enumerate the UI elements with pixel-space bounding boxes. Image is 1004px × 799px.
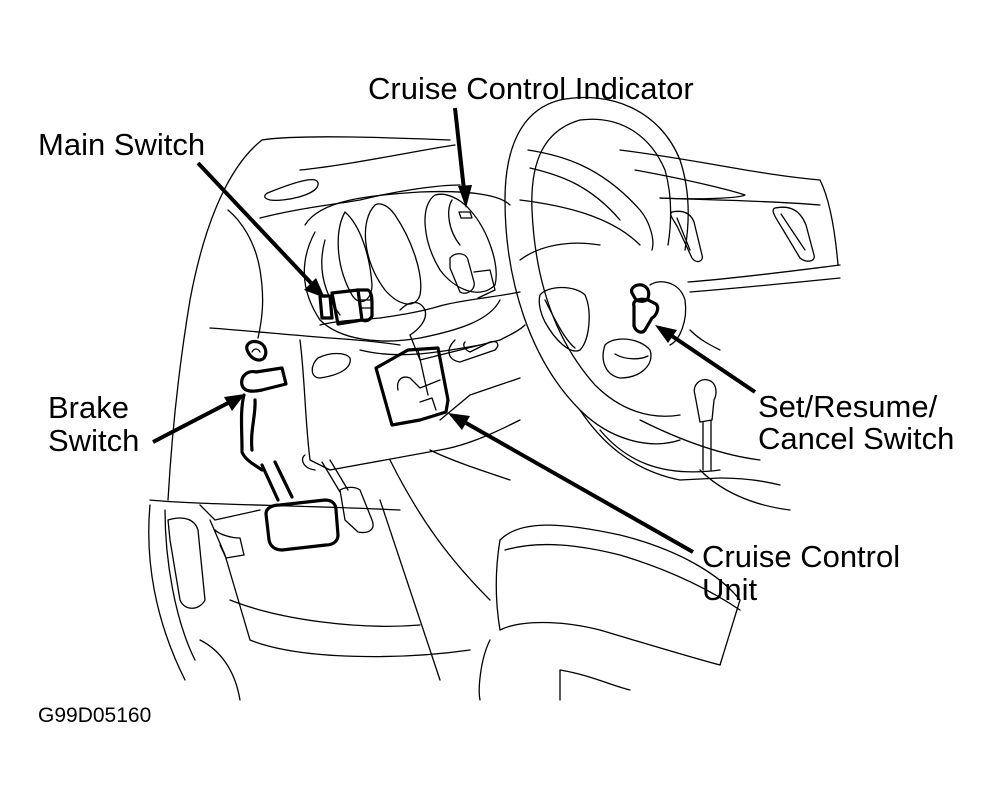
brake-switch-arrowhead bbox=[224, 394, 245, 411]
brake-switch-label-line1: Brake bbox=[48, 390, 129, 425]
set-resume-arrow bbox=[670, 334, 757, 394]
brake-switch-arrow bbox=[152, 401, 229, 444]
brake-switch-label-line2: Switch bbox=[48, 423, 140, 458]
indicator-arrow bbox=[453, 107, 466, 191]
cruise-unit-arrow bbox=[465, 421, 694, 554]
cruise-unit-label-line2: Unit bbox=[702, 572, 758, 607]
main-switch-arrow bbox=[196, 161, 314, 286]
steering-wheel bbox=[504, 96, 721, 481]
set-resume-label-line1: Set/Resume/ bbox=[758, 389, 938, 424]
main-switch-label: Main Switch bbox=[38, 127, 206, 162]
main-switch-component bbox=[318, 288, 374, 326]
dashboard-outline bbox=[167, 136, 526, 501]
main-switch-arrowhead bbox=[304, 278, 325, 298]
brake-switch-component bbox=[239, 339, 340, 552]
leader-arrows bbox=[152, 107, 757, 554]
indicator-arrowhead bbox=[458, 185, 472, 208]
figure-id: G99D05160 bbox=[38, 704, 152, 727]
set-resume-label-line2: Cancel Switch bbox=[758, 421, 955, 456]
floor-area bbox=[148, 449, 741, 701]
cruise-unit-arrowhead bbox=[448, 413, 470, 430]
set-resume-arrowhead bbox=[655, 325, 677, 343]
cruise-unit-label-line1: Cruise Control bbox=[702, 539, 901, 574]
cruise-control-unit-component bbox=[374, 346, 450, 427]
set-resume-cancel-switch-component bbox=[630, 283, 660, 334]
right-dashboard bbox=[619, 149, 841, 511]
cruise-control-indicator-label: Cruise Control Indicator bbox=[368, 71, 694, 106]
